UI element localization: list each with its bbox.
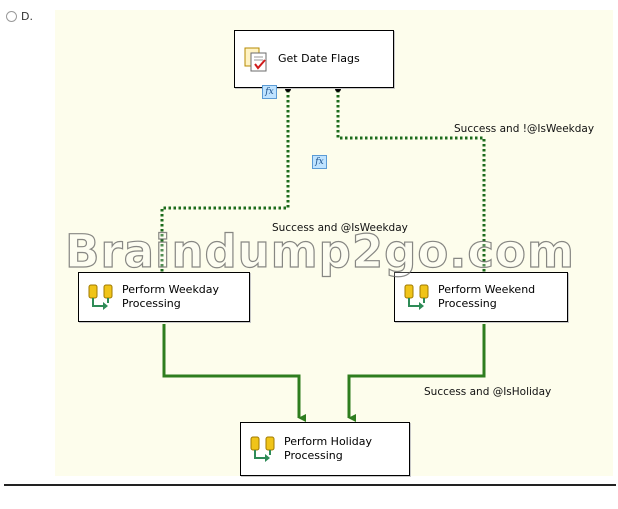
data-flow-task-icon	[88, 284, 113, 310]
constraint-label-weekend: Success and !@IsWeekday	[454, 123, 595, 135]
task-label: Perform Holiday Processing	[284, 435, 373, 462]
expression-icon[interactable]: fx	[312, 155, 327, 169]
task-label: Get Date Flags	[278, 52, 360, 65]
expression-icon[interactable]: fx	[262, 85, 277, 99]
answer-option-d[interactable]: D.	[6, 10, 33, 23]
task-get-date-flags[interactable]: Get Date Flags	[234, 30, 394, 88]
data-flow-task-icon	[250, 436, 275, 462]
constraint-label-weekday: Success and @IsWeekday	[272, 222, 408, 234]
constraint-label-holiday: Success and @IsHoliday	[424, 386, 552, 398]
task-label: Perform Weekend Processing	[438, 283, 536, 310]
task-perform-weekend-processing[interactable]: Perform Weekend Processing	[394, 272, 568, 322]
data-flow-task-icon	[404, 284, 429, 310]
task-perform-holiday-processing[interactable]: Perform Holiday Processing	[240, 422, 410, 476]
script-task-icon	[244, 47, 267, 72]
divider	[4, 484, 616, 486]
task-label: Perform Weekday Processing	[122, 283, 220, 310]
option-letter: D.	[21, 10, 33, 23]
task-perform-weekday-processing[interactable]: Perform Weekday Processing	[78, 272, 250, 322]
radio-button[interactable]	[6, 11, 17, 22]
